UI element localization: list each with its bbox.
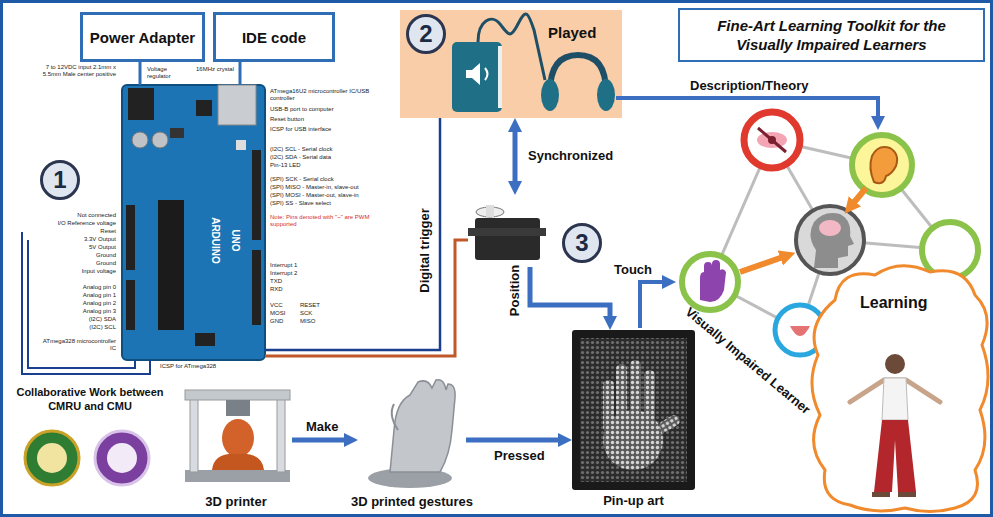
pin-label: 5V Output: [40, 244, 116, 251]
pin-label: USB-B port to computer: [270, 106, 334, 113]
box-label: IDE code: [242, 29, 306, 46]
pin-label: MOSI: [270, 310, 285, 317]
annotation-label: Visually Impaired Learner: [683, 303, 814, 416]
pin-label: 16MHz crystal: [196, 66, 234, 73]
pin-label: Interrupt 1: [270, 262, 297, 269]
box-label: Power Adapter: [90, 29, 195, 46]
pin-label: RESET: [300, 302, 320, 309]
cloud-label: Learning: [860, 294, 928, 312]
pin-label: Analog pin 3: [40, 308, 116, 315]
pin-label: ICSP for ATmega328: [160, 363, 216, 370]
title-box: Fine-Art Learning Toolkit for the Visual…: [678, 8, 985, 62]
pin-label: (I2C) SDA - Serial data: [270, 154, 331, 161]
pin-label: (SPI) MOSI - Master-out, slave-in: [270, 192, 359, 199]
board-label: ARDUINO: [209, 217, 220, 264]
servo-motor: 3: [468, 195, 546, 267]
pin-label: ATmega16U2 microcontroller IC/USB contro…: [270, 88, 370, 102]
annotation-label: Description/Theory: [690, 78, 808, 93]
panel-label: Played: [548, 24, 596, 41]
pin-label: ICSP for USB interface: [270, 126, 331, 133]
annotation-label: Collaborative Work between CMRU and CMU: [10, 386, 170, 414]
pin-label: 7 to 12VDC input 2.1mm x 5.5mm Male cent…: [40, 64, 116, 78]
pin-label: Analog pin 2: [40, 300, 116, 307]
edge-label: Synchronized: [528, 148, 613, 163]
callout-number: 1: [40, 160, 80, 200]
pin-label: (SPI) MISO - Master-in, slave-out: [270, 184, 359, 191]
callout-number: 3: [562, 223, 602, 263]
edge-label: Pressed: [494, 448, 545, 463]
annotation-label: Touch: [614, 262, 652, 277]
pin-label: SCK: [300, 310, 312, 317]
board-label: UNO: [230, 229, 241, 251]
gesture-image: 3D printed gestures: [358, 375, 466, 491]
pin-label: MISO: [300, 318, 315, 325]
pin-label: Input voltage: [40, 268, 116, 275]
pin-label: Analog pin 1: [40, 292, 116, 299]
pin-label: (I2C) SCL - Serial clock: [270, 146, 332, 153]
pin-label: ATmega328 microcontroller IC: [40, 338, 116, 352]
pin-label: (I2C) SDA: [40, 316, 116, 323]
pin-label: GND: [270, 318, 283, 325]
edge-label: Make: [306, 419, 339, 434]
diagram-title: Fine-Art Learning Toolkit for the Visual…: [692, 16, 972, 55]
component-box: IDE code: [213, 12, 335, 62]
wire-connector: [265, 240, 468, 356]
flow-arrow: [530, 267, 610, 322]
image-caption: Pin-up art: [603, 493, 664, 508]
pin-label: TXD: [270, 278, 282, 285]
component-box: Power Adapter: [80, 12, 205, 62]
arduino-board: 1ARDUINOUNO: [122, 85, 265, 360]
pin-label: Reset: [40, 228, 116, 235]
pin-label: Reset button: [270, 116, 304, 123]
pin-label: Ground: [40, 260, 116, 267]
learning-cloud: Learning: [808, 268, 988, 512]
edge-label: Position: [507, 264, 522, 315]
pin-art-image: Pin-up art: [572, 330, 695, 490]
pin-label: Voltage regulator: [147, 66, 181, 80]
pin-label: (I2C) SCL: [40, 324, 116, 331]
flow-arrow: [513, 126, 518, 187]
image-caption: 3D printer: [205, 494, 266, 509]
pin-label: (SPI) SS - Slave select: [270, 200, 331, 207]
pin-label: (SPI) SCK - Serial clock: [270, 176, 334, 183]
flow-arrow: [466, 438, 564, 443]
pin-label: I/O Reference voltage: [40, 220, 116, 227]
pin-label: Analog pin 0: [40, 284, 116, 291]
pin-label: VCC: [270, 302, 283, 309]
wire-connector: [239, 62, 242, 85]
pin-label: Not connected: [40, 212, 116, 219]
pin-label: Interrupt 2: [270, 270, 297, 277]
wire-connector: [139, 62, 142, 85]
pin-label: Ground: [40, 252, 116, 259]
wire-connector: [265, 118, 440, 350]
printer-image: 3D printer: [180, 383, 292, 491]
audio-panel: 2 Played: [400, 10, 622, 118]
pin-label: Note: Pins denoted with "~" are PWM supp…: [270, 214, 380, 228]
pin-label: Pin-13 LED: [270, 162, 301, 169]
callout-number: 2: [406, 14, 446, 54]
image-caption: 3D printed gestures: [351, 494, 473, 509]
pin-label: 3.3V Output: [40, 236, 116, 243]
pin-label: RXD: [270, 286, 283, 293]
flow-arrow: [292, 438, 350, 443]
edge-label: Digital trigger: [416, 208, 431, 293]
